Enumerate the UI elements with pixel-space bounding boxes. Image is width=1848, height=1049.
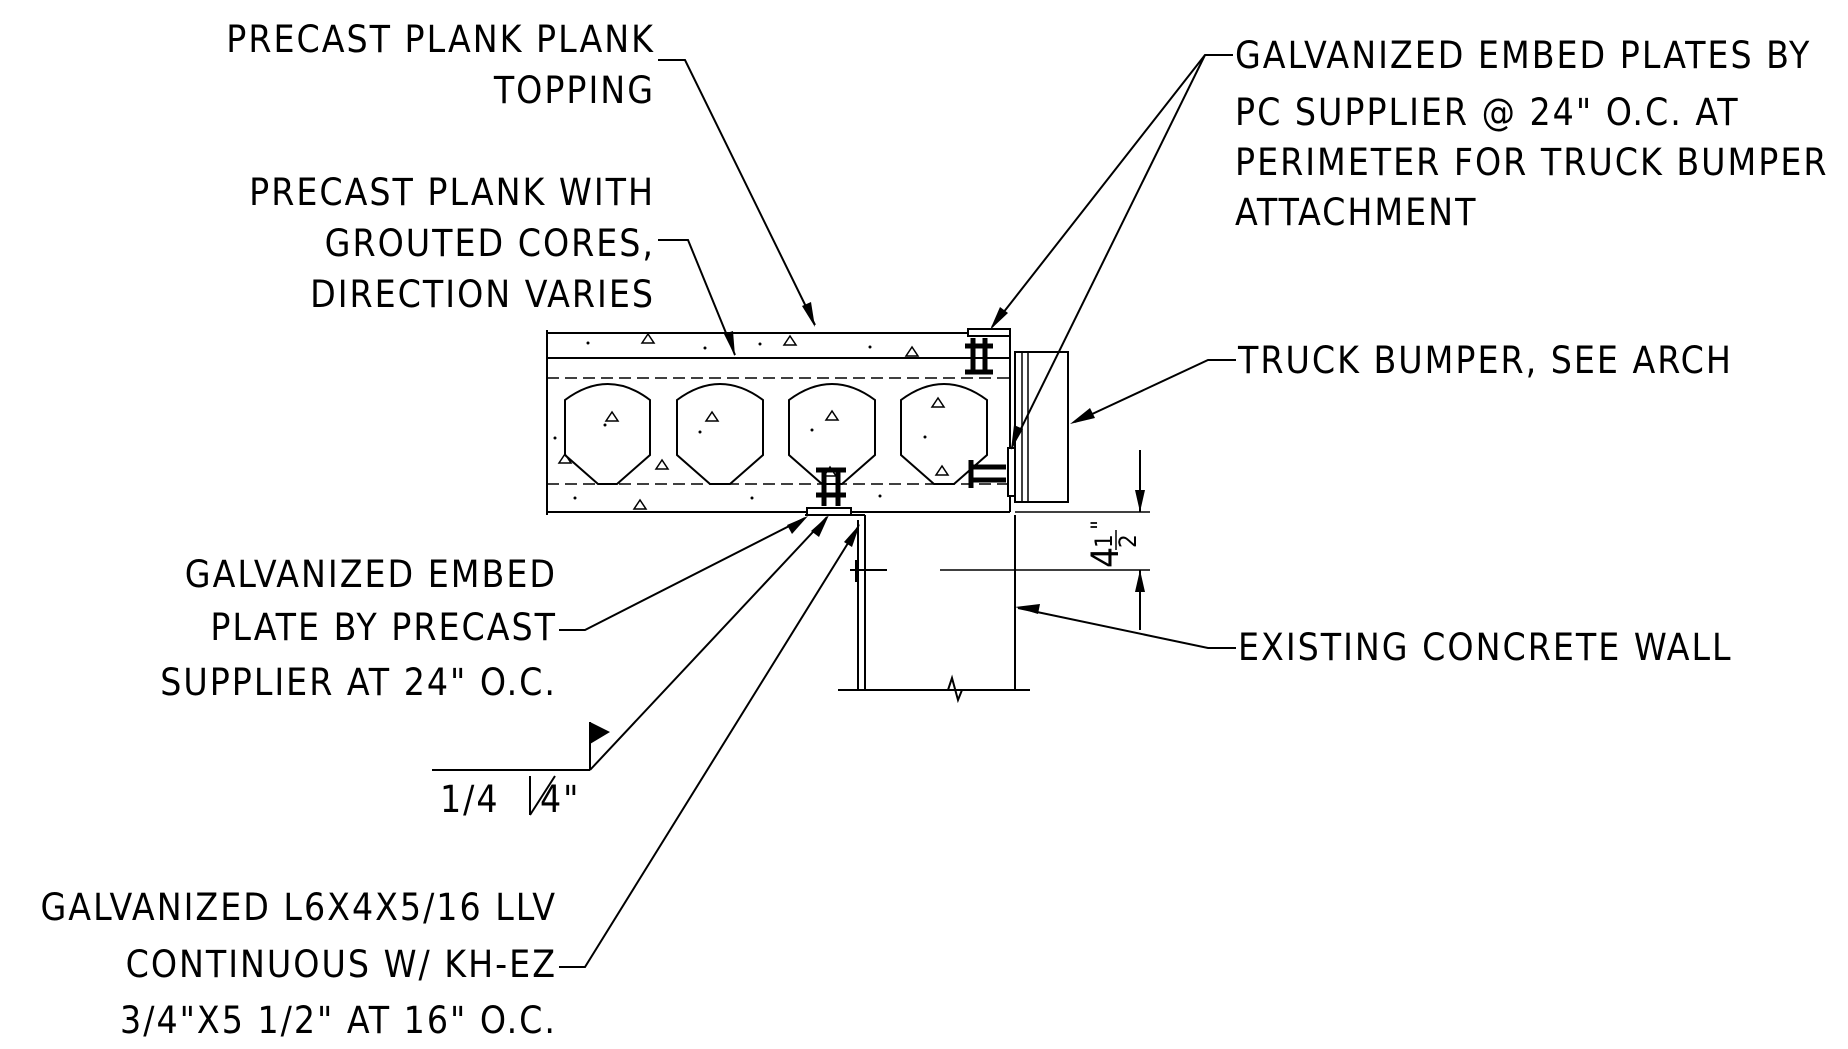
weld-size-text: 1/4: [440, 778, 500, 821]
note-existing-wall: EXISTING CONCRETE WALL: [1238, 626, 1733, 669]
dimension-denominator: 2: [1114, 532, 1142, 548]
leaders: [559, 54, 1236, 968]
note-plank-topping-line1: PRECAST PLANK PLANK: [226, 18, 655, 61]
leader-embed-top-2: [1011, 54, 1206, 448]
embed-plate-bottom-plate: [806, 507, 852, 516]
embed-plate-side: [968, 447, 1016, 497]
leader-angle: [559, 526, 859, 968]
note-embed-plates-top: GALVANIZED EMBED PLATES BY PC SUPPLIER @…: [1235, 34, 1829, 234]
plank-core-1: [564, 383, 651, 485]
note-embed-plate-bottom: GALVANIZED EMBED PLATE BY PRECAST SUPPLI…: [160, 553, 557, 704]
note-angle-line2: CONTINUOUS W/ KH-EZ: [126, 943, 557, 986]
embed-plate-top-plate: [967, 328, 1011, 337]
weld-field-flag: [590, 722, 610, 744]
note-existing-wall-line1: EXISTING CONCRETE WALL: [1238, 626, 1733, 669]
plank-core-4: [900, 383, 988, 485]
existing-concrete-wall: [838, 515, 1030, 704]
embed-plate-side-plate: [1007, 447, 1016, 497]
concrete-hatch: [553, 332, 950, 510]
leader-plank: [658, 239, 736, 356]
note-embed-plate-bottom-line1: GALVANIZED EMBED: [185, 553, 557, 596]
leader-embed-bottom: [559, 517, 806, 631]
note-precast-plank-line2: GROUTED CORES,: [325, 222, 655, 265]
leader-truck-bumper: [1074, 359, 1236, 423]
steel-angle: [805, 514, 887, 690]
note-angle-line1: GALVANIZED L6X4X5/16 LLV: [41, 886, 558, 929]
embed-plate-top: [965, 328, 1011, 375]
note-embed-plates-top-line2: PC SUPPLIER @ 24" O.C. AT: [1235, 91, 1740, 134]
note-embed-plates-top-line3: PERIMETER FOR TRUCK BUMPER: [1235, 141, 1829, 184]
note-truck-bumper: TRUCK BUMPER, SEE ARCH: [1237, 339, 1733, 382]
plank-core-3: [788, 383, 876, 485]
note-precast-plank-line1: PRECAST PLANK WITH: [249, 171, 655, 214]
leader-weld: [589, 516, 828, 771]
fillet-weld-glyph: [529, 775, 556, 816]
dimension-numerator: 1: [1090, 532, 1118, 548]
note-angle-line3: 3/4"X5 1/2" AT 16" O.C.: [120, 999, 557, 1042]
dimension-whole: 4: [1084, 545, 1127, 568]
leader-existing-wall: [1017, 607, 1236, 649]
note-embed-plates-top-line4: ATTACHMENT: [1235, 191, 1477, 234]
note-embed-plate-bottom-line2: PLATE BY PRECAST: [210, 606, 557, 649]
note-angle: GALVANIZED L6X4X5/16 LLV CONTINUOUS W/ K…: [41, 886, 558, 1042]
note-embed-plates-top-line1: GALVANIZED EMBED PLATES BY: [1235, 34, 1811, 77]
dimension-unit: ": [1086, 518, 1114, 530]
note-embed-plate-bottom-line3: SUPPLIER AT 24" O.C.: [160, 661, 557, 704]
weld-symbol: 1/4 4": [432, 722, 610, 821]
dimension-4-1-2: 4 1 2 ": [940, 450, 1150, 630]
note-plank-topping: PRECAST PLANK PLANK TOPPING: [226, 18, 655, 112]
leader-topping: [658, 59, 816, 326]
leader-embed-top-1: [991, 54, 1233, 328]
note-precast-plank: PRECAST PLANK WITH GROUTED CORES, DIRECT…: [249, 171, 655, 316]
embed-plate-bottom: [806, 467, 852, 516]
weld-length-text: 4": [540, 778, 580, 821]
note-truck-bumper-line1: TRUCK BUMPER, SEE ARCH: [1237, 339, 1733, 382]
note-plank-topping-line2: TOPPING: [493, 69, 655, 112]
note-precast-plank-line3: DIRECTION VARIES: [310, 273, 655, 316]
precast-plank: [546, 330, 1011, 515]
plank-core-2: [676, 383, 764, 485]
wall-break-symbol: [947, 674, 963, 704]
